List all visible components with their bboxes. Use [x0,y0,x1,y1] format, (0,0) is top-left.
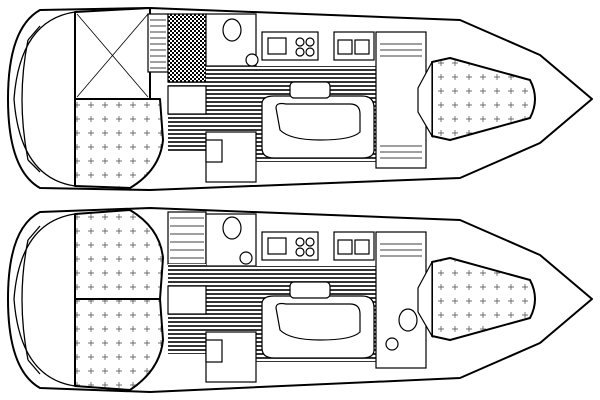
toilet-icon [222,18,242,42]
forward-head-sink-icon [385,337,399,351]
forward-v-berth-top [431,57,536,141]
forward-v-berth-bottom [431,257,536,341]
aft-cabin-berth-starboard [74,209,164,300]
aft-cabin-berth-port [74,298,164,391]
steps-top [147,13,169,73]
aft-berth-top [74,7,151,100]
stern-seat-top [13,11,76,187]
layout-top-plan [7,7,593,191]
forward-head-toilet-icon [398,308,418,332]
head-sink-icon [245,53,259,67]
nav-seat-top [167,85,207,115]
aft-cabin-berth-top [74,98,164,189]
stern-seat-bottom [13,213,76,387]
stove-burner-icon [295,37,305,47]
engine-box-top [167,13,207,83]
aft-locker-x-top [76,13,149,98]
layout-bottom-plan [7,207,593,393]
saloon-seat-top [289,81,331,99]
steps-bottom [167,211,207,265]
